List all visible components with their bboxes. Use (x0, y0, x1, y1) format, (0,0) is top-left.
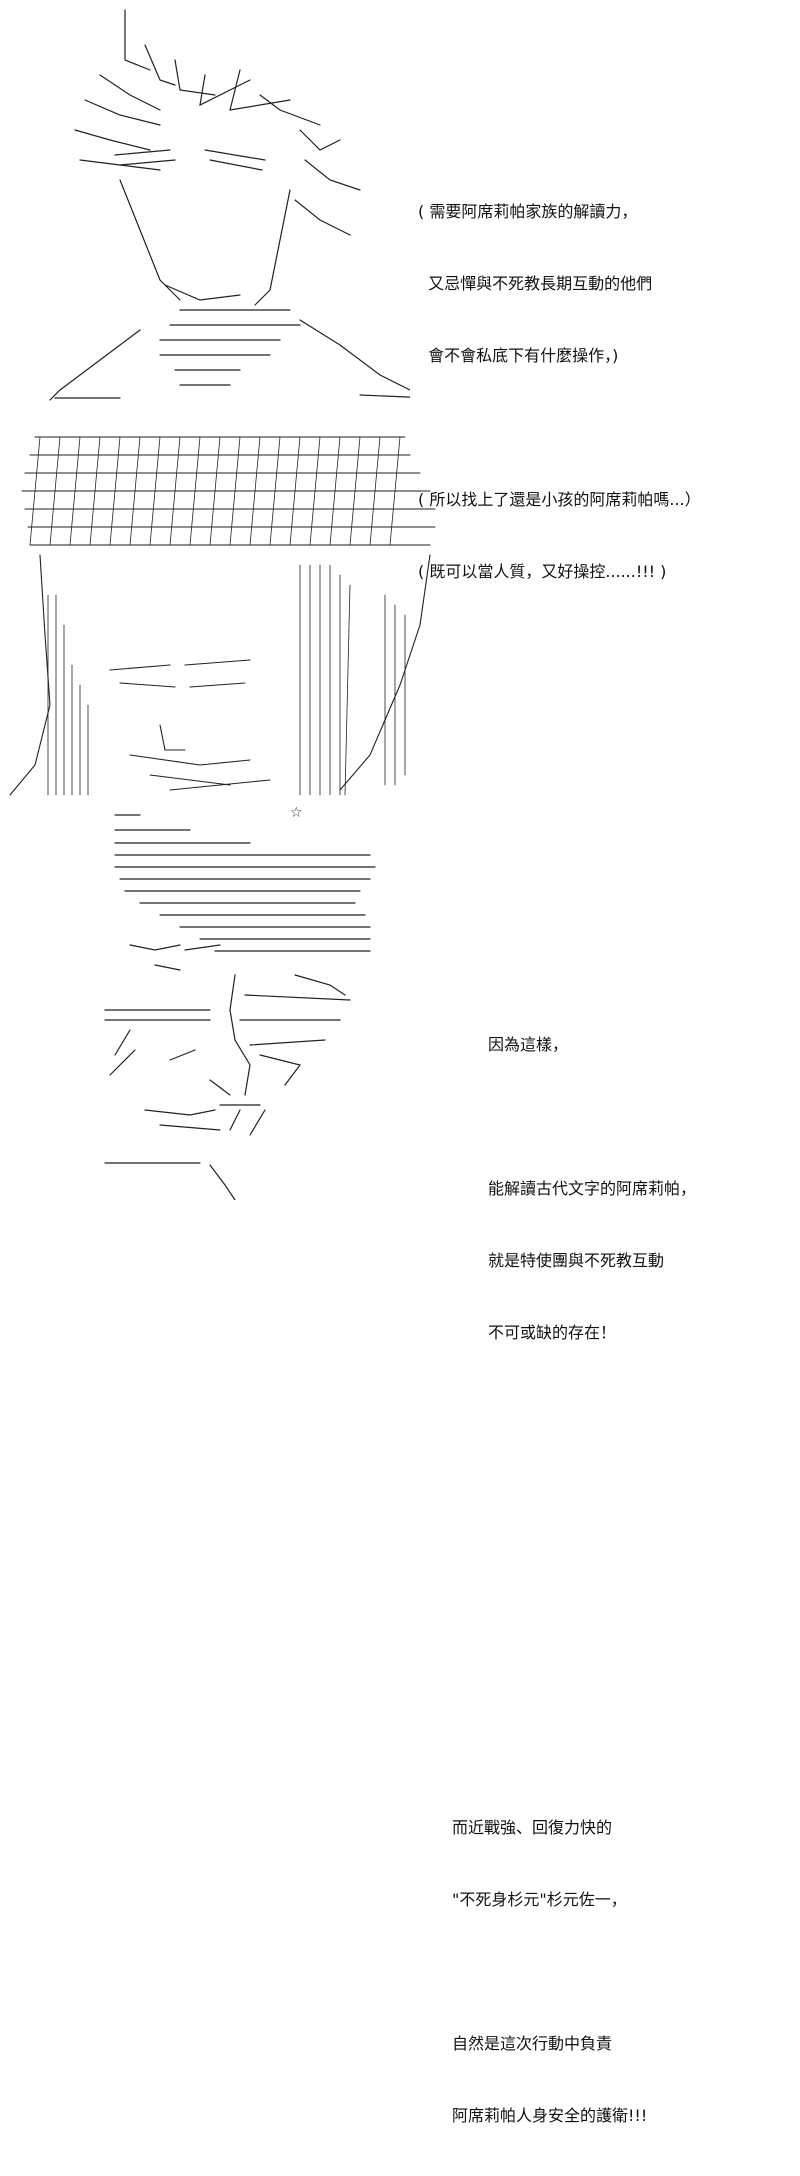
star-icon: ☆ (290, 805, 303, 821)
narration-text: 而近戰強、回復力快的 "不死身杉元"杉元佐一， 自然是這次行動中負責 阿席莉帕人… (452, 1768, 647, 2176)
narration-line: "不死身杉元"杉元佐一， (452, 1890, 627, 1909)
narration-line: 能解讀古代文字的阿席莉帕， (488, 1179, 697, 1198)
narration-line: 阿席莉帕人身安全的護衛!!! (452, 2106, 648, 2125)
narration-line: 因為這樣， (488, 1035, 569, 1054)
narration-line: 會不會私底下有什麼操作，) (418, 346, 619, 365)
character-illustration (49, 9, 410, 401)
narration-line: 而近戰強、回復力快的 (452, 1818, 613, 1837)
panel-2: 因為這樣， 能解讀古代文字的阿席莉帕， 就是特使團與不死教互動 不可或缺的存在！ (0, 425, 800, 1342)
narration-line: ( 既可以當人質，又好操控......!!! ) (418, 562, 667, 581)
face-illustration (9, 436, 436, 796)
ascii-art-spiky-haired-character (0, 0, 410, 410)
panel-3: ☆ 而近戰強、回復力快的 "不死身杉元"杉元佐一， 自然是這次行動中負責 阿席莉… (0, 805, 800, 2125)
narration-text: ( 需要阿席莉帕家族的解讀力， 又忌憚與不死教長期互動的他們 會不會私底下有什麼… (418, 152, 701, 632)
ascii-art-dashing-figure: ☆ (100, 805, 390, 1200)
narration-line: 自然是這次行動中負責 (452, 2034, 613, 2053)
narration-line: ( 需要阿席莉帕家族的解讀力， (418, 202, 638, 221)
narration-line: 又忌憚與不死教長期互動的他們 (418, 274, 653, 293)
narration-line: 不可或缺的存在！ (488, 1323, 617, 1342)
panel-1: ( 需要阿席莉帕家族的解讀力， 又忌憚與不死教長期互動的他們 會不會私底下有什麼… (0, 0, 800, 581)
narration-line: ( 所以找上了還是小孩的阿席莉帕嗎...） (418, 490, 701, 509)
figure-illustration (104, 814, 376, 1200)
ascii-art-headband-face (0, 425, 470, 805)
narration-line: 就是特使團與不死教互動 (488, 1251, 665, 1270)
